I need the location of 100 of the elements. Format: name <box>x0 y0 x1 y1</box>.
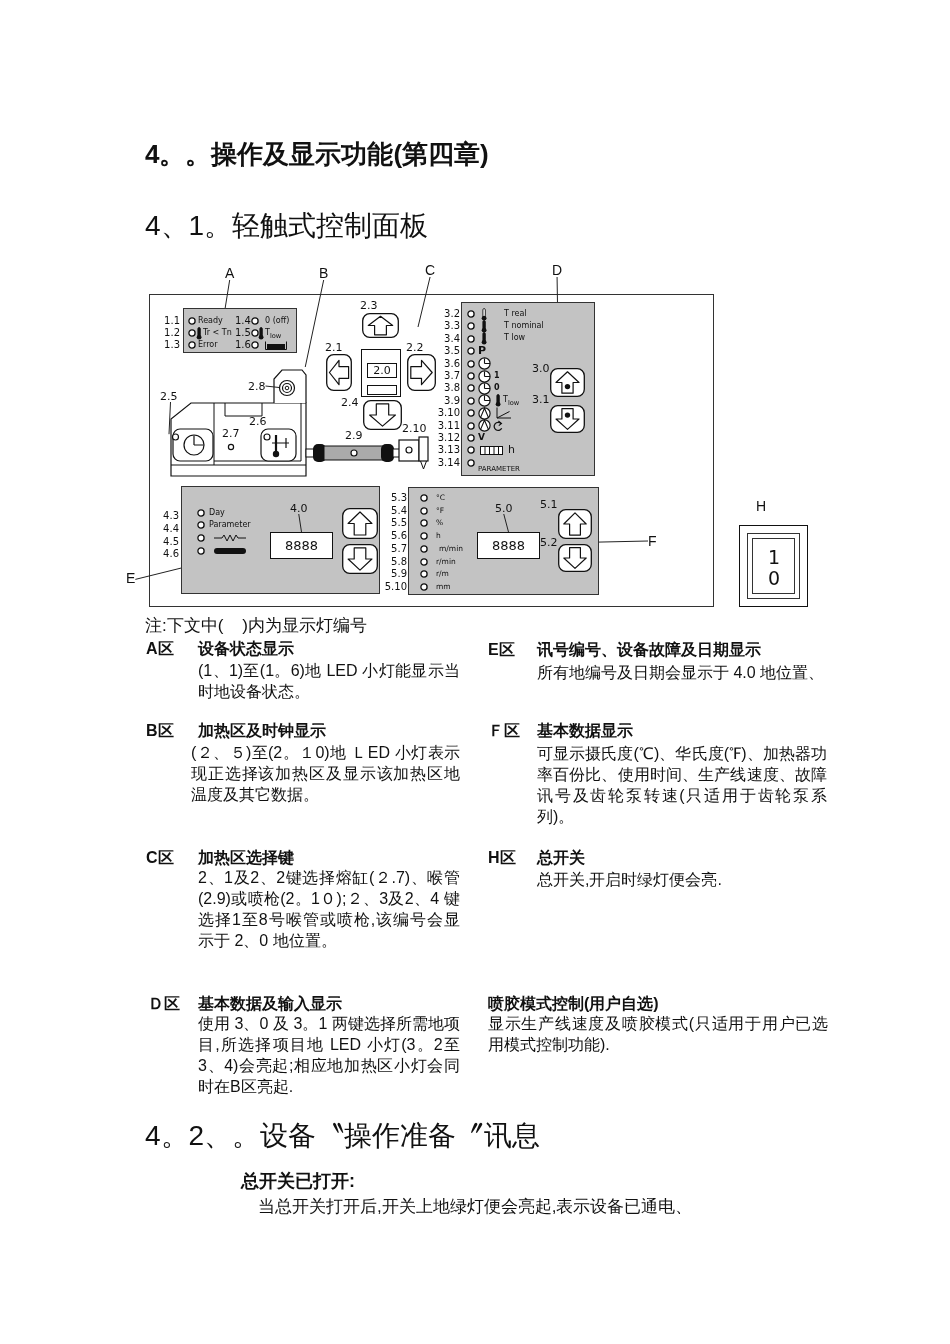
callout-number: 1.6 <box>235 340 251 350</box>
callout-number: 3.5 <box>444 346 460 357</box>
digit-display: 8888 <box>270 532 333 559</box>
zone-title: 加热区选择键 <box>198 849 294 867</box>
display-readout: 2.0 <box>367 363 397 378</box>
zone-letter: E <box>126 571 136 585</box>
callout-number: 3.13 <box>437 445 460 456</box>
section-heading: 4、1。轻触式控制面板 <box>145 211 429 242</box>
callout-number: 1.3 <box>164 340 180 350</box>
callout-number: 5.6 <box>391 531 407 542</box>
callout-number: 2.4 <box>341 397 359 410</box>
zone-title: 喷胶模式控制(用户自选) <box>488 995 659 1013</box>
callout-number: 1.2 <box>164 328 180 338</box>
zone-label: A区 <box>146 640 174 658</box>
subheading: 总开关已打开: <box>241 1172 355 1192</box>
parameter-text: T$_{low}$ <box>503 396 520 407</box>
callout-number: 5.10 <box>384 581 407 592</box>
callout-number: 3.0 <box>532 363 550 374</box>
zone-letter: H <box>756 499 767 513</box>
leader-line <box>417 276 431 328</box>
leader-line <box>224 279 231 309</box>
parameter-text: Day <box>209 508 225 517</box>
panel-frame <box>149 294 714 607</box>
leader-line <box>134 567 182 580</box>
callout-number: 3.2 <box>444 309 460 319</box>
callout-number: 5.3 <box>391 493 407 503</box>
switch-mark: 0 <box>768 569 781 588</box>
leader-line <box>168 401 171 435</box>
zone-label: E区 <box>488 641 515 659</box>
zone-title: 基本数据显示 <box>537 722 633 740</box>
callout-number: 4.0 <box>290 503 308 514</box>
zone-title: 总开关 <box>537 849 585 867</box>
callout-number: 3.6 <box>444 358 460 369</box>
status-text: 0 (off) <box>265 316 290 325</box>
note: 注:下文中( )内为显示灯编号 <box>145 617 367 636</box>
zone-label: H区 <box>488 849 516 867</box>
zone-description: 可显示摄氏度(℃)、华氏度(℉)、加热器功率百份比、使用时间、生产线速度、故障讯号及齿轮泵转速(只适用于齿轮泵系列)。 <box>537 744 827 827</box>
callout-number: 2.2 <box>406 342 424 355</box>
parameter-text: h <box>508 443 515 455</box>
status-text: Tr < Tn <box>203 328 232 337</box>
zone-label: C区 <box>146 849 174 867</box>
chapter-heading: 4。。操作及显示功能(第四章) <box>145 141 489 167</box>
callout-number: 4.4 <box>163 524 179 534</box>
leader-line <box>304 279 325 368</box>
callout-number: 5.4 <box>391 505 407 516</box>
callout-number: 5.0 <box>495 503 513 514</box>
zone-description: 总开关,开启时绿灯便会亮. <box>537 870 723 890</box>
zone-title: 加热区及时钟显示 <box>198 722 326 740</box>
zone-description: 使用 3、0 及 3。1 两键选择所需地项目,所选择项目地 LED 小灯(3。2至3、4)会亮起;相应地加热区小灯会同时在B区亮起. <box>198 1014 460 1097</box>
callout-number: 5.5 <box>391 518 407 529</box>
callout-number: 2.6 <box>249 416 267 429</box>
leader-line <box>503 513 509 533</box>
callout-number: 3.9 <box>444 395 460 406</box>
zone-letter: F <box>648 534 657 548</box>
callout-number: 2.5 <box>160 391 178 402</box>
zone-description: 所有地编号及日期会显示于 4.0 地位置、 <box>537 663 826 683</box>
zone-letter: B <box>319 266 329 280</box>
zone-letter: D <box>552 263 563 277</box>
parameter-text: 1 <box>494 371 500 380</box>
callout-number: 5.8 <box>391 556 407 567</box>
paragraph: 当总开关打开后,开关上地绿灯便会亮起,表示设备已通电、 <box>258 1198 693 1217</box>
callout-number: 2.7 <box>222 428 240 441</box>
callout-number: 4.6 <box>163 549 179 559</box>
callout-number: 3.12 <box>437 433 460 443</box>
zone-description: (２、５)至(2。１0)地 ＬED 小灯表示现正选择该加热区及显示该加热区地温度及其它数据。 <box>191 743 460 805</box>
callout-number: 3.7 <box>444 371 460 381</box>
callout-number: 5.1 <box>540 499 558 510</box>
callout-number: 2.1 <box>325 342 343 355</box>
parameter-text: V <box>478 433 485 442</box>
zone-title: 基本数据及输入显示 <box>198 995 342 1013</box>
callout-number: 3.10 <box>437 408 460 419</box>
callout-number: 2.3 <box>360 300 378 313</box>
switch-mark: 1 <box>768 548 781 567</box>
callout-number: 2.9 <box>345 430 363 443</box>
zone-description: (1、1)至(1。6)地 LED 小灯能显示当时地设备状态。 <box>198 661 460 702</box>
leader-line <box>298 513 302 533</box>
zone-label: Ｆ区 <box>488 722 520 740</box>
parameter-text: 0 <box>494 383 500 392</box>
callout-number: 5.9 <box>391 569 407 580</box>
callout-number: 4.3 <box>163 511 179 521</box>
callout-number: 3.8 <box>444 383 460 394</box>
parameter-text: P <box>478 345 487 357</box>
callout-number: 2.8 <box>248 379 266 393</box>
display-unit <box>361 349 401 397</box>
callout-number: 5.2 <box>540 537 558 548</box>
callout-number: 2.10 <box>402 423 427 436</box>
callout-number: 4.5 <box>163 537 179 547</box>
zone-letter: A <box>225 266 235 280</box>
zone-label: B区 <box>146 722 174 740</box>
callout-number: 3.3 <box>444 321 460 332</box>
section-heading: 4。2、。设备〝操作准备〞讯息 <box>145 1121 541 1152</box>
callout-number: 1.1 <box>164 316 180 326</box>
zone-label: Ｄ区 <box>148 995 180 1013</box>
status-text: T$_{low}$ <box>265 328 282 339</box>
parameter-text: T real <box>504 309 527 318</box>
leader-line <box>265 385 280 388</box>
zone-description: 2、1及2、2键选择熔缸(２.7)、喉管(2.9)或喷枪(2。1０);２、3及2、4 键选择1至8号喉管或喷枪,该编号会显示于 2、0 地位置。 <box>198 868 460 951</box>
parameter-text: T nominal <box>504 321 544 330</box>
callout-number: 3.4 <box>444 333 460 344</box>
callout-number: 3.1 <box>532 394 550 405</box>
